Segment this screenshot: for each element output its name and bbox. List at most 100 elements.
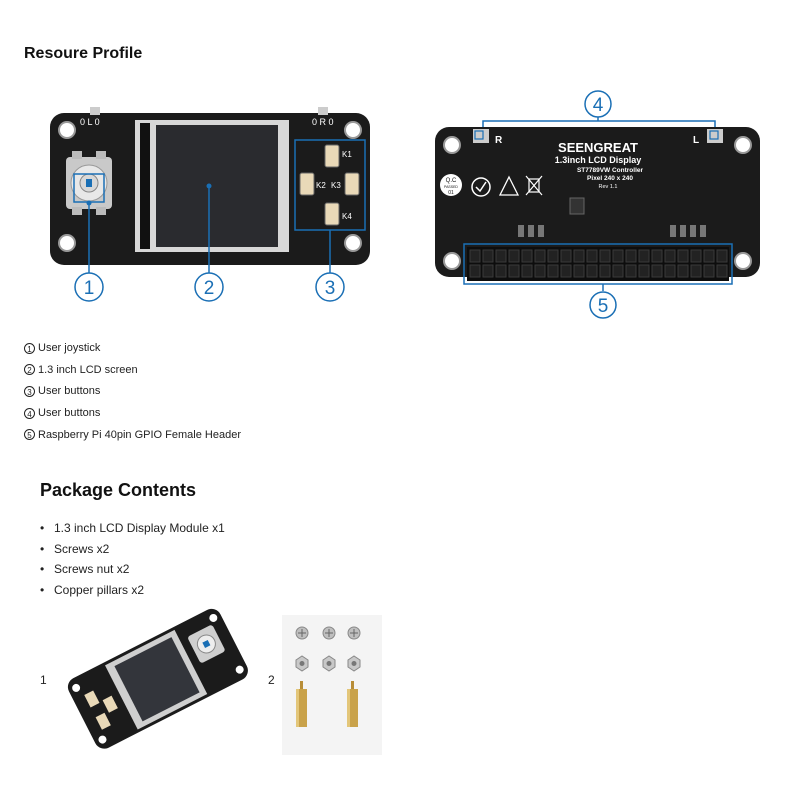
weee-bin-icon <box>525 175 543 196</box>
qc-badge <box>440 174 462 196</box>
front-board-diagram: 0 L 0 0 R 0 K1 K2 K3 K4 1 2 3 <box>50 107 370 302</box>
gpio-pin-hole <box>547 249 559 263</box>
gpio-pin-hole <box>560 264 572 278</box>
list-item-label: 1.3 inch LCD screen <box>38 363 138 376</box>
gpio-pin-hole <box>664 249 676 263</box>
front-label-r: 0 R 0 <box>312 117 334 127</box>
module-photo <box>67 608 248 749</box>
callout-number: 4 <box>593 95 604 116</box>
callout-number: 5 <box>598 296 609 317</box>
gpio-pin-hole <box>664 264 676 278</box>
mount-hole <box>344 234 362 252</box>
ce-check-icon <box>471 177 491 197</box>
gpio-pin-hole <box>638 264 650 278</box>
gpio-pin-hole <box>599 264 611 278</box>
hardware-photo <box>282 615 382 755</box>
gpio-pin-hole <box>521 264 533 278</box>
board-title: 1.3inch LCD Display <box>555 155 642 165</box>
gpio-pin-hole <box>651 249 663 263</box>
figure-label-2: 2 <box>268 673 275 687</box>
gpio-pin-hole <box>508 249 520 263</box>
list-number: 2 <box>24 364 35 376</box>
gpio-pin-hole <box>482 249 494 263</box>
resource-profile-title: Resoure Profile <box>24 45 143 62</box>
gpio-pin-hole <box>625 264 637 278</box>
screw-icon <box>295 626 361 640</box>
back-label-r: R <box>495 135 503 146</box>
gpio-pin-hole <box>560 249 572 263</box>
gpio-pin-hole <box>690 264 702 278</box>
gpio-pin-hole <box>703 249 715 263</box>
mount-hole <box>58 121 76 139</box>
gpio-pin-hole <box>651 264 663 278</box>
mount-hole <box>443 136 461 154</box>
gpio-pins <box>469 249 728 278</box>
gpio-pin-hole <box>482 264 494 278</box>
mount-hole <box>734 136 752 154</box>
mount-hole <box>344 121 362 139</box>
list-item-label: User joystick <box>38 342 101 354</box>
list-item: Screws nut x2 <box>40 559 225 580</box>
gpio-pin-hole <box>547 264 559 278</box>
controller-text: ST7789VW Controller <box>577 167 644 174</box>
package-list: 1.3 inch LCD Display Module x1 Screws x2… <box>40 518 225 600</box>
user-buttons: K1 K2 K3 K4 <box>299 144 360 226</box>
callout-3 <box>315 272 345 302</box>
gpio-pin-hole <box>599 249 611 263</box>
brand-name: SEENGREAT <box>558 140 638 155</box>
gpio-pin-hole <box>716 264 728 278</box>
gpio-pin-hole <box>690 249 702 263</box>
gpio-pin-hole <box>586 264 598 278</box>
gpio-pin-hole <box>612 249 624 263</box>
pixel-text: Pixel 240 x 240 <box>587 175 633 182</box>
svg-text:PASSED: PASSED <box>444 185 458 189</box>
gpio-pin-hole <box>638 249 650 263</box>
esd-warning-icon <box>498 175 520 196</box>
callout-number: 2 <box>204 278 215 299</box>
mount-hole <box>734 252 752 270</box>
gpio-pin-hole <box>677 264 689 278</box>
gpio-pin-hole <box>521 249 533 263</box>
nut-icon <box>295 655 361 672</box>
callout-1 <box>74 272 104 302</box>
key-label: K3 <box>331 181 341 190</box>
gpio-pin-hole <box>508 264 520 278</box>
list-number: 1 <box>24 342 35 354</box>
lcd-screen <box>156 125 278 247</box>
gpio-pin-hole <box>586 249 598 263</box>
mount-hole <box>443 252 461 270</box>
list-item-label: Raspberry Pi 40pin GPIO Female Header <box>38 428 241 441</box>
gpio-pin-hole <box>573 264 585 278</box>
list-item: Copper pillars x2 <box>40 580 225 601</box>
key-label: K1 <box>342 150 352 159</box>
svg-text:01: 01 <box>448 190 454 196</box>
gpio-pin-hole <box>495 249 507 263</box>
list-item: Screws x2 <box>40 539 225 560</box>
gpio-pin-hole <box>716 249 728 263</box>
mount-hole <box>58 234 76 252</box>
callout-5 <box>589 291 617 319</box>
front-label-l: 0 L 0 <box>80 117 100 127</box>
gpio-pin-hole <box>469 264 481 278</box>
list-number: 5 <box>24 429 35 441</box>
copper-pillar-icon <box>296 681 358 727</box>
list-item-label: User buttons <box>38 407 101 420</box>
gpio-pin-hole <box>703 264 715 278</box>
gpio-pin-hole <box>495 264 507 278</box>
gpio-pin-hole <box>534 249 546 263</box>
back-board <box>435 127 760 277</box>
svg-text:Q.C: Q.C <box>446 178 457 184</box>
back-board-diagram: 4 R L SEENGREAT 1.3inch LCD Display ST77… <box>435 90 760 319</box>
gpio-pin-hole <box>534 264 546 278</box>
list-item: 1.3 inch LCD Display Module x1 <box>40 518 225 539</box>
gpio-pin-hole <box>612 264 624 278</box>
package-contents-title: Package Contents <box>40 480 197 500</box>
list-item-label: User buttons <box>38 385 101 398</box>
gpio-pin-hole <box>677 249 689 263</box>
key-label: K4 <box>342 212 352 221</box>
